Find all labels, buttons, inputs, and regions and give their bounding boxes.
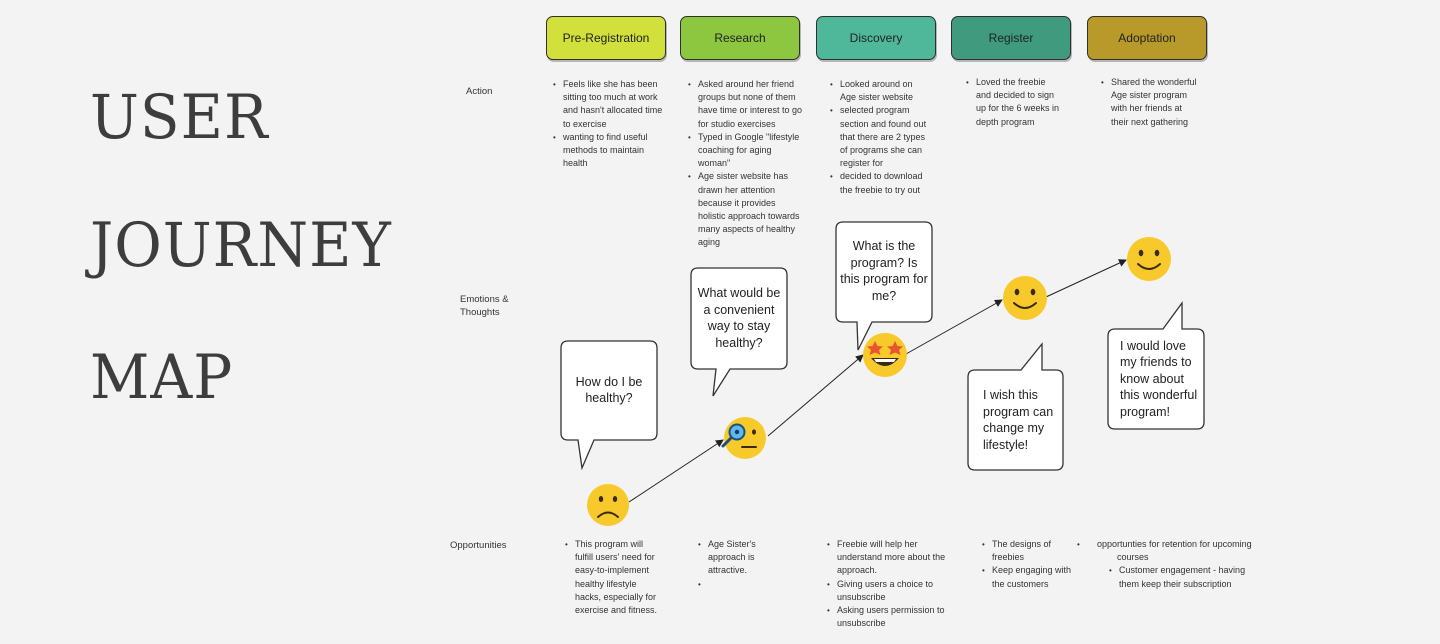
- list-item: selected program section and found out t…: [828, 104, 928, 170]
- list-item: Giving users a choice to unsubscribe: [825, 578, 965, 604]
- neutral-magnifier-face-icon: [721, 417, 766, 459]
- row-label-opportunities: Opportunities: [450, 540, 507, 551]
- list-item: Looked around on Age sister website: [828, 78, 928, 104]
- list-item: Typed in Google "lifestyle coaching for …: [686, 131, 804, 171]
- thought-bubble-1: [560, 340, 658, 471]
- smiling-face-icon: [1127, 237, 1171, 281]
- smiling-face-icon: [1003, 276, 1047, 320]
- action-col-register: Loved the freebie and decided to sign up…: [964, 76, 1062, 129]
- thought-text-4: I wish this program can change my lifest…: [983, 388, 1054, 452]
- list-item: [688, 578, 780, 591]
- list-item: Feels like she has been sitting too much…: [551, 78, 669, 131]
- list-item: Shared the wonderful Age sister program …: [1099, 76, 1199, 129]
- sad-face-icon: [587, 484, 629, 526]
- thought-bubble-4: [967, 342, 1064, 471]
- list-item: Loved the freebie and decided to sign up…: [964, 76, 1062, 129]
- stage-adoptation: Adoptation: [1087, 16, 1207, 60]
- opportunity-col-register: The designs of freebies Keep engaging wi…: [980, 538, 1084, 591]
- stage-discovery: Discovery: [816, 16, 936, 60]
- star-struck-face-icon: [863, 333, 907, 377]
- list-item: The designs of freebies: [980, 538, 1084, 564]
- title-line-user: USER: [90, 81, 269, 153]
- list-item: Customer engagement - having them keep t…: [1097, 564, 1267, 590]
- opportunity-col-pre-registration: This program will fulfill users' need fo…: [563, 538, 663, 617]
- stage-register: Register: [951, 16, 1071, 60]
- list-item: decided to download the freebie to try o…: [828, 170, 928, 196]
- thought-bubble-5: [1107, 301, 1205, 430]
- title-line-map: MAP: [90, 341, 234, 413]
- list-item: wanting to find useful methods to mainta…: [551, 131, 669, 171]
- list-item: Freebie will help her understand more ab…: [825, 538, 965, 578]
- list-item: This program will fulfill users' need fo…: [563, 538, 663, 617]
- list-item: Asking users permission to unsubscribe: [825, 604, 965, 630]
- thought-text-1: How do I be healthy?: [575, 374, 643, 406]
- row-label-emotions: Emotions & Thoughts: [460, 294, 509, 318]
- stage-pre-registration: Pre-Registration: [546, 16, 666, 60]
- thought-bubble-2: [690, 267, 788, 397]
- action-col-research: Asked around her friend groups but none …: [686, 78, 804, 250]
- title-line-journey: JOURNEY: [90, 209, 392, 281]
- thought-text-5: I would love my friends to know about th…: [1120, 338, 1198, 419]
- opportunity-col-adoptation: opportunties for retention for upcoming …: [1097, 538, 1267, 591]
- list-item: Age Sister's approach is attractive.: [688, 538, 780, 578]
- opportunity-col-research: Age Sister's approach is attractive.: [688, 538, 780, 591]
- list-item: Keep engaging with the customers: [980, 564, 1084, 590]
- list-item: Age sister website has drawn her attenti…: [686, 170, 804, 249]
- stage-research: Research: [680, 16, 800, 60]
- list-item: opportunties for retention for upcoming …: [1097, 538, 1267, 564]
- row-label-action: Action: [466, 86, 493, 97]
- list-item: Asked around her friend groups but none …: [686, 78, 804, 131]
- thought-bubble-3: [835, 221, 933, 351]
- action-col-adoptation: Shared the wonderful Age sister program …: [1099, 76, 1199, 129]
- action-col-pre-registration: Feels like she has been sitting too much…: [551, 78, 669, 170]
- action-col-discovery: Looked around on Age sister website sele…: [828, 78, 928, 197]
- opportunity-col-discovery: Freebie will help her understand more ab…: [825, 538, 965, 630]
- thought-text-2: What would be a convenient way to stay h…: [697, 286, 781, 350]
- thought-text-3: What is the program? Is this program for…: [840, 239, 928, 303]
